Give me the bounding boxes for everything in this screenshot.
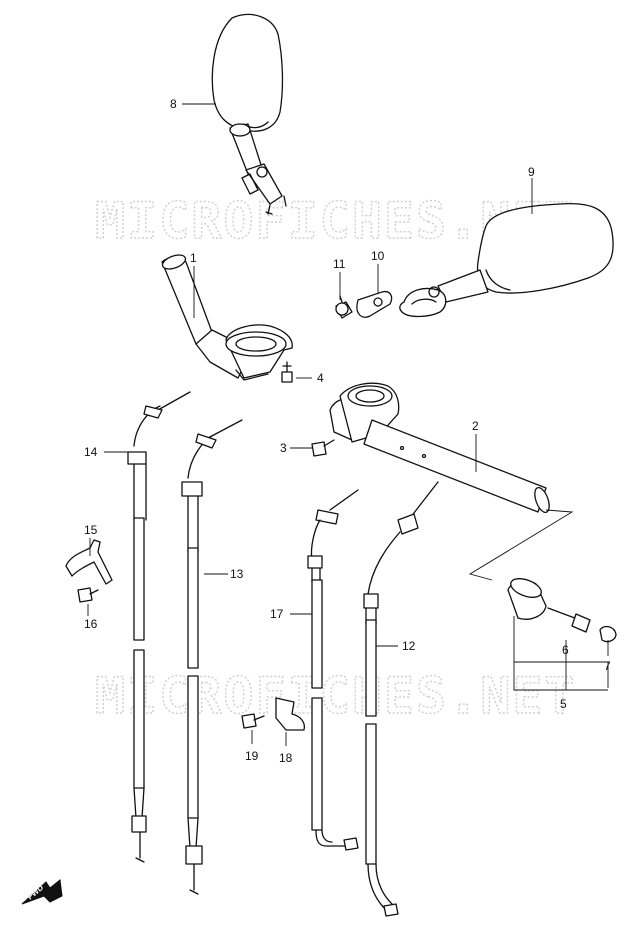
mirror-right[interactable]: [399, 202, 614, 318]
cable-13[interactable]: [181, 419, 243, 895]
callout-3: 3: [280, 441, 287, 455]
watermark-bottom: MICROFICHES.NET: [95, 667, 577, 725]
handlebar-right[interactable]: [329, 382, 552, 514]
balancer-guide-line: [468, 509, 574, 581]
plate-10[interactable]: [356, 290, 393, 318]
cable-12[interactable]: [363, 481, 439, 917]
callout-16: 16: [84, 617, 98, 631]
callout-1: 1: [190, 251, 197, 265]
callout-2: 2: [472, 419, 479, 433]
bolt-3[interactable]: [311, 439, 335, 457]
callout-5: 5: [560, 697, 567, 711]
callout-10: 10: [371, 249, 385, 263]
bolt-19[interactable]: [241, 713, 265, 729]
callout-13: 13: [230, 567, 244, 581]
callout-14: 14: [84, 445, 98, 459]
balancer-weight[interactable]: [507, 575, 547, 620]
clamp-15[interactable]: [65, 539, 113, 585]
callout-9: 9: [528, 165, 535, 179]
cable-14[interactable]: [127, 391, 191, 863]
callout-15: 15: [84, 523, 98, 537]
mirror-left[interactable]: [211, 13, 287, 215]
screw-6[interactable]: [547, 607, 591, 633]
cable-17[interactable]: [307, 489, 359, 851]
callout-12: 12: [402, 639, 416, 653]
callout-4: 4: [317, 371, 324, 385]
callout-7: 7: [604, 659, 611, 673]
callout-6: 6: [562, 643, 569, 657]
fwd-arrow: FWD: [21, 879, 63, 905]
bolt-4[interactable]: [281, 361, 293, 383]
leader-lines: [87, 103, 609, 746]
callout-8: 8: [170, 97, 177, 111]
bolt-16[interactable]: [77, 587, 99, 603]
handlebar-left[interactable]: [161, 252, 293, 381]
callout-19: 19: [245, 749, 259, 763]
callout-11: 11: [333, 257, 346, 271]
bolt-11[interactable]: [335, 295, 353, 319]
clamp-18[interactable]: [275, 697, 306, 731]
callout-18: 18: [279, 751, 293, 765]
callout-17: 17: [270, 607, 284, 621]
clip-7[interactable]: [599, 625, 617, 643]
